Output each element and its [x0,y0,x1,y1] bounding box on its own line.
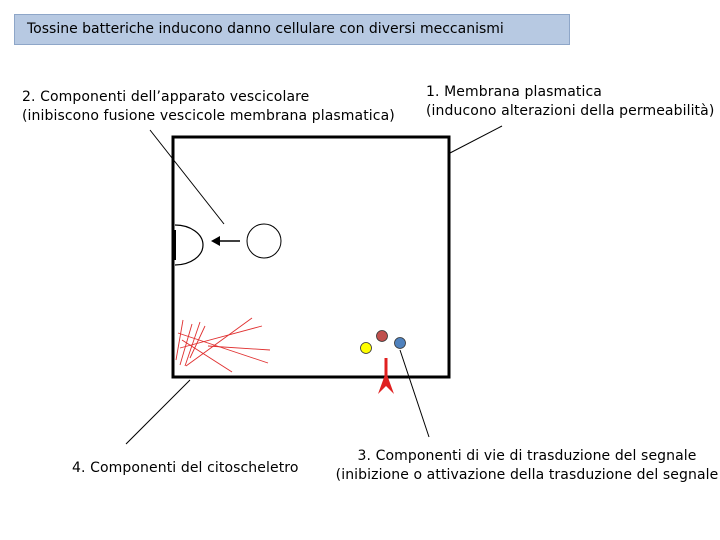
label-signal-transduction: 3. Componenti di vie di trasduzione del … [334,447,720,485]
receptor-icon [378,372,394,394]
filament [181,339,233,373]
vesicle [246,223,282,259]
leader-line-vesicular [149,129,225,225]
title-box: Tossine batteriche inducono danno cellul… [14,14,570,45]
label-cytoskeleton-title: 4. Componenti del citoscheletro [72,460,299,476]
signal-molecule-blue [394,337,406,349]
signal-molecule-red [376,330,388,342]
label-vesicular-title: 2. Componenti dell’apparato vescicolare [22,89,310,105]
label-cytoskeleton: 4. Componenti del citoscheletro [72,459,299,478]
page-title: Tossine batteriche inducono danno cellul… [27,21,504,37]
filament [189,325,206,359]
filament [184,321,201,367]
label-signal-desc: (inibizione o attivazione della trasduzi… [335,467,719,483]
filament [177,332,269,364]
label-vesicular-desc: (inibiscono fusione vescicole membrana p… [22,108,395,124]
filament [179,325,263,349]
cell-membrane [171,135,451,379]
fusing-vesicle [174,224,204,266]
filament [207,345,271,351]
filament [185,317,253,367]
signal-molecule-yellow [360,342,372,354]
filament [175,319,184,361]
filament [179,323,193,366]
label-membrane-desc: (inducono alterazioni della permeabilità… [426,103,715,119]
label-vesicular-apparatus: 2. Componenti dell’apparato vescicolare … [22,88,400,126]
vesicle-arrow-head [211,236,220,246]
fusion-site [172,230,176,260]
leader-line-membrane [449,125,503,154]
cytoskeleton-filaments [175,317,271,373]
label-signal-title: 3. Componenti di vie di trasduzione del … [357,448,697,464]
leader-line-cytoskeleton [125,379,191,445]
label-membrane-title: 1. Membrana plasmatica [426,84,602,100]
label-plasma-membrane: 1. Membrana plasmatica (inducono alteraz… [426,83,720,121]
leader-line-signal [399,349,430,438]
